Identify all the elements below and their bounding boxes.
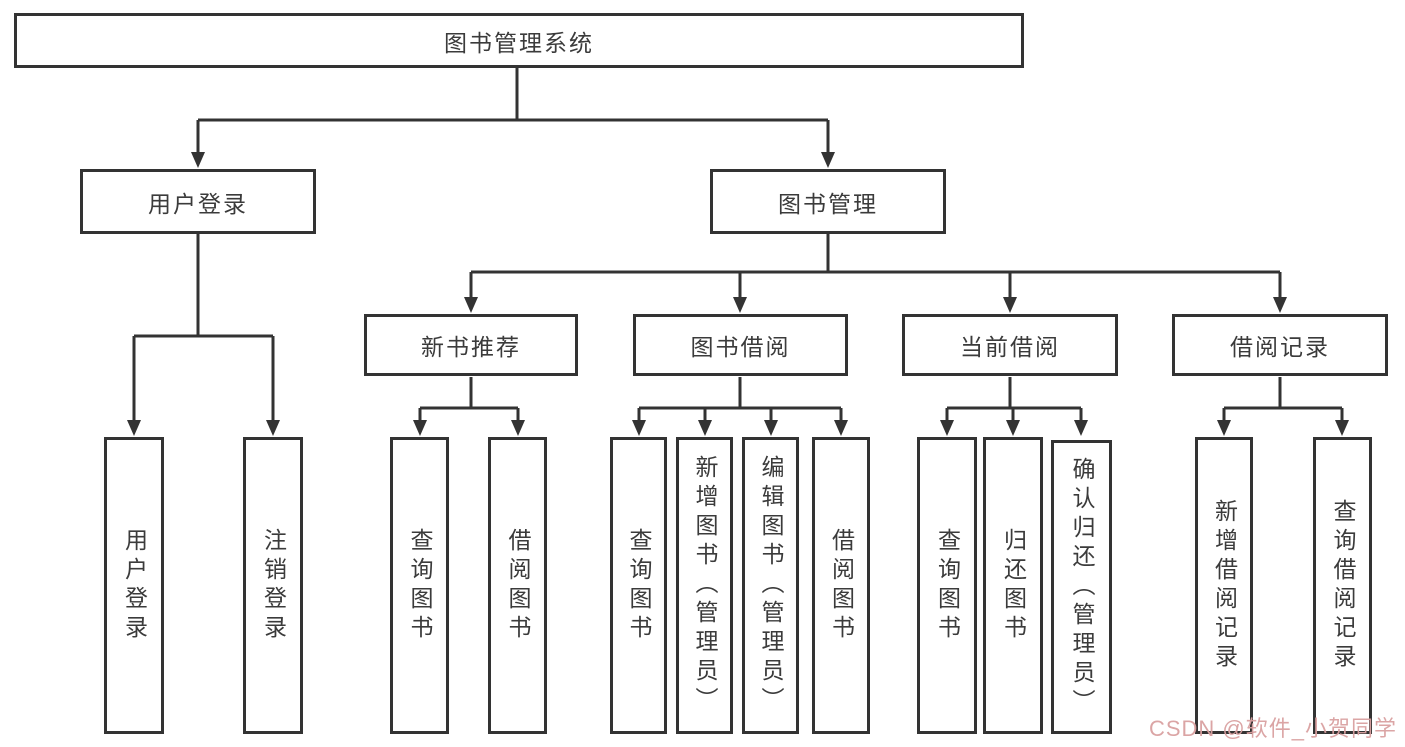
leaf-current-query-book: 查询图书 xyxy=(917,437,977,734)
node-book-borrow: 图书借阅 xyxy=(633,314,848,376)
leaf-borrow-add-book-admin: 新增图书（管理员） xyxy=(676,437,733,734)
leaf-borrow-edit-book-admin: 编辑图书（管理员） xyxy=(742,437,799,734)
leaf-label: 编辑图书（管理员） xyxy=(758,455,784,716)
leaf-current-return-book: 归还图书 xyxy=(983,437,1043,734)
leaf-label: 借阅图书 xyxy=(505,527,531,644)
leaf-label: 借阅图书 xyxy=(828,527,855,644)
leaf-logout: 注销登录 xyxy=(243,437,303,734)
leaf-label: 查询图书 xyxy=(934,527,961,644)
leaf-borrow-borrow-book: 借阅图书 xyxy=(812,437,870,734)
leaf-label: 归还图书 xyxy=(1000,527,1027,644)
leaf-label: 查询图书 xyxy=(626,527,652,644)
node-new-book-recommend: 新书推荐 xyxy=(364,314,578,376)
leaf-label: 注销登录 xyxy=(260,527,287,644)
leaf-user-login: 用户登录 xyxy=(104,437,164,734)
node-book-management-branch: 图书管理 xyxy=(710,169,946,234)
leaf-record-query: 查询借阅记录 xyxy=(1313,437,1372,734)
leaf-label: 新增借阅记录 xyxy=(1211,498,1238,673)
node-current-borrow: 当前借阅 xyxy=(902,314,1118,376)
leaf-recommend-query-book: 查询图书 xyxy=(390,437,449,734)
leaf-borrow-query-book: 查询图书 xyxy=(610,437,667,734)
node-system-root: 图书管理系统 xyxy=(14,13,1024,68)
leaf-label: 查询借阅记录 xyxy=(1330,498,1356,673)
leaf-label: 查询图书 xyxy=(407,527,433,644)
leaf-label: 新增图书（管理员） xyxy=(692,455,718,716)
leaf-label: 用户登录 xyxy=(121,527,148,644)
csdn-watermark: CSDN @软件_小贺同学 xyxy=(1148,716,1397,741)
node-borrow-records: 借阅记录 xyxy=(1172,314,1388,376)
leaf-record-add: 新增借阅记录 xyxy=(1195,437,1253,734)
node-user-login-branch: 用户登录 xyxy=(80,169,316,234)
leaf-current-confirm-return-admin: 确认归还（管理员） xyxy=(1051,440,1112,734)
leaf-recommend-borrow-book: 借阅图书 xyxy=(488,437,547,734)
leaf-label: 确认归还（管理员） xyxy=(1069,456,1095,718)
